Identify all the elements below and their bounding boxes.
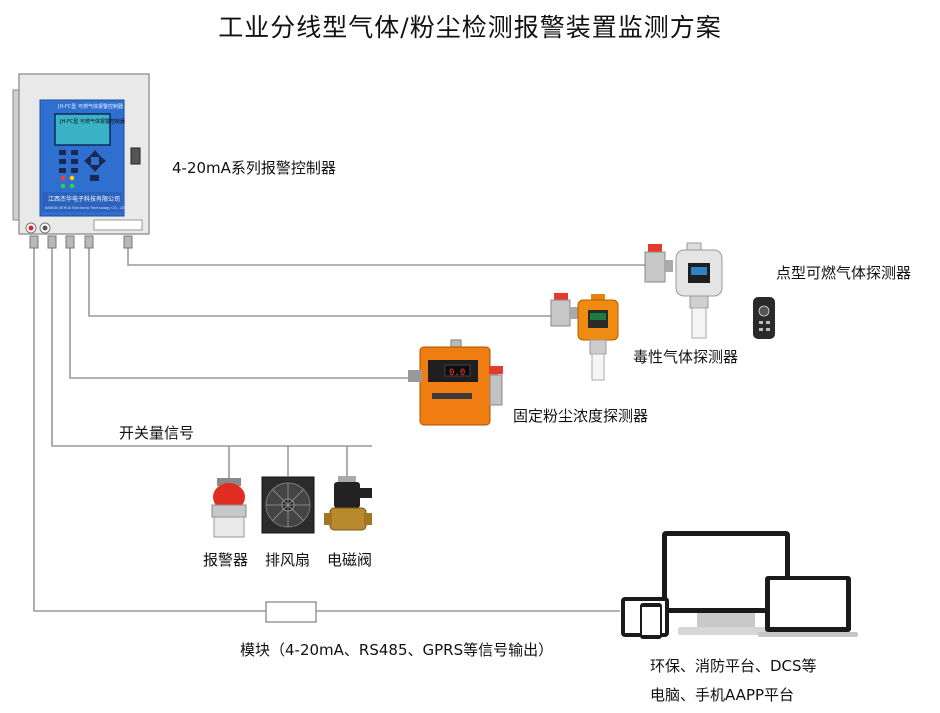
device-label-alarm: 报警器 [203, 551, 249, 569]
platform-label-line1: 环保、消防平台、DCS等 [650, 657, 817, 675]
dust-display-value: 0.0 [449, 368, 465, 378]
wire-switch [51, 248, 372, 447]
wire-dust [69, 248, 408, 379]
controller-brand-bar [42, 192, 122, 212]
controller-brand-cn: 江西杰华电子科技有限公司 [48, 195, 120, 203]
switch-signal-label: 开关量信号 [119, 424, 195, 442]
toxic-detector-label: 毒性气体探测器 [633, 348, 739, 366]
controller-glands [25, 222, 133, 249]
module-label: 模块（4-20mA、RS485、GPRS等信号输出） [240, 641, 554, 659]
alarm-light-device [211, 478, 247, 538]
platform-label-line2: 电脑、手机AAPP平台 [650, 686, 795, 704]
combustible-detector-label: 点型可燃气体探测器 [776, 264, 912, 282]
wire-combustible [127, 248, 650, 266]
signal-module-box [265, 601, 317, 623]
controller-brand-en: JIANGXI JIEHUA Electronic Technology CO.… [44, 206, 126, 210]
wire-toxic [88, 248, 558, 317]
controller-indicators [60, 175, 75, 189]
controller-screen-text: JH-FC型 可燃气体报警控制器 [59, 118, 125, 125]
toxic-gas-detector [550, 293, 619, 381]
dust-concentration-detector: 0.0 [408, 339, 503, 426]
exhaust-fan-device [261, 476, 315, 534]
remote-control [753, 297, 775, 339]
controller-nameplate [93, 219, 143, 231]
device-label-fan: 排风扇 [265, 551, 311, 569]
platform-devices [621, 531, 858, 639]
alarm-controller: JH-FC型 可燃气体报警控制器 JH-FC型 可燃气体报警控制器 [12, 73, 150, 249]
controller-panel-top-text: JH-FC型 可燃气体报警控制器 [57, 103, 123, 110]
controller-screen [54, 113, 111, 146]
wires [33, 248, 650, 612]
page-title: 工业分线型气体/粉尘检测报警装置监测方案 [218, 13, 722, 42]
combustible-gas-detector [644, 242, 723, 339]
controller-lock [130, 147, 141, 165]
device-label-valve: 电磁阀 [327, 551, 373, 569]
controller-keypad [59, 150, 106, 181]
wire-module [33, 248, 620, 612]
dust-detector-label: 固定粉尘浓度探测器 [513, 407, 649, 425]
solenoid-valve-device [324, 476, 372, 531]
controller-label: 4-20mA系列报警控制器 [172, 159, 336, 177]
